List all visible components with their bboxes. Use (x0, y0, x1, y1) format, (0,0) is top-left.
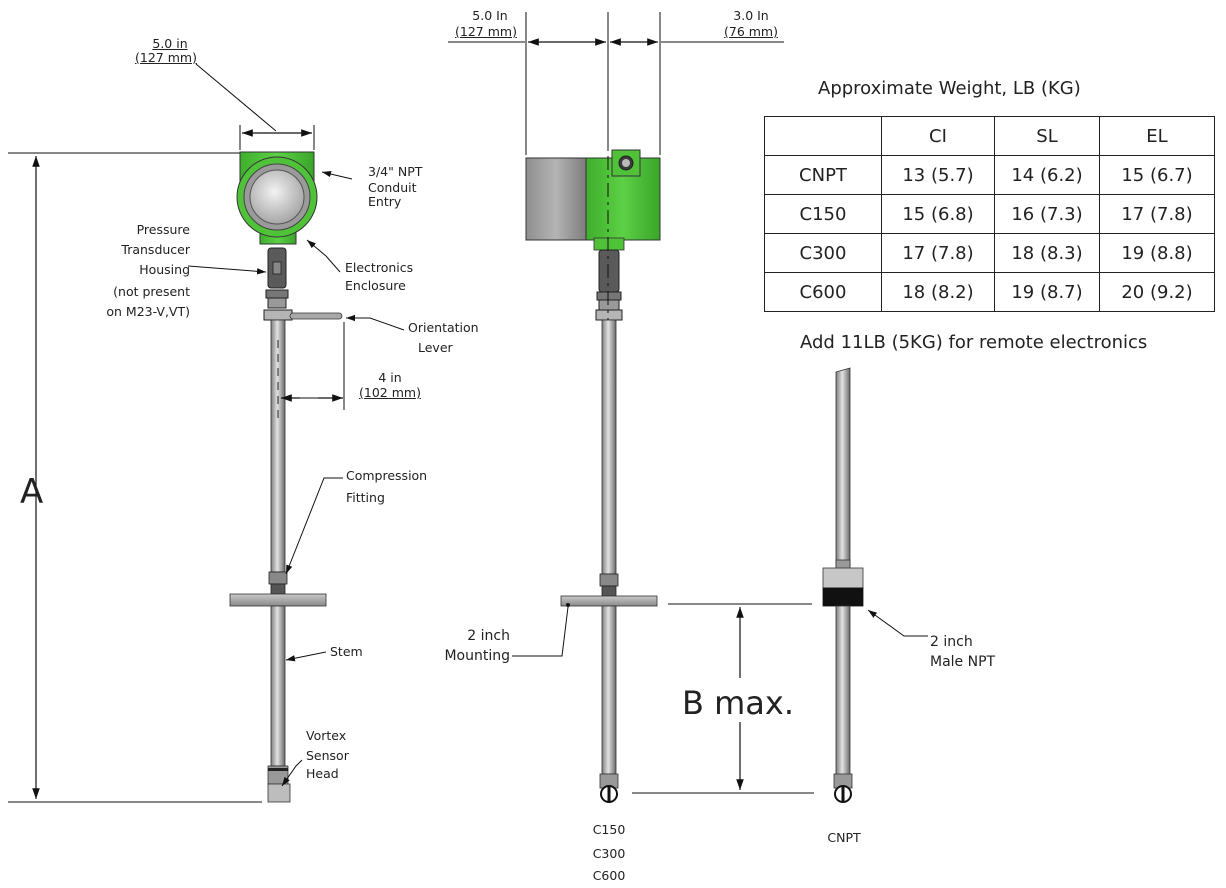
table-cell: 20 (9.2) (1099, 272, 1215, 312)
table-header-cell (764, 116, 882, 156)
table-row: CI SL EL (764, 116, 1215, 156)
table-row: CNPT 13 (5.7) 14 (6.2) 15 (6.7) (764, 155, 1215, 195)
front-width-dim-line1: 5.0 in (152, 36, 188, 51)
flange-model-c300: C300 (592, 846, 626, 861)
mounting-label-2: Mounting (444, 648, 510, 664)
sensor-head-label-1: Vortex (306, 728, 347, 743)
npt-view (822, 367, 928, 803)
side-view (448, 12, 814, 803)
mounting-label-1: 2 inch (467, 628, 510, 644)
table-cell: 15 (6.8) (881, 194, 995, 234)
table-cell: C300 (764, 233, 882, 273)
conduit-entry-label-2: Conduit (368, 180, 417, 195)
transducer-label-2: Transducer (121, 242, 190, 257)
table-cell: 18 (8.2) (881, 272, 995, 312)
table-cell: C150 (764, 194, 882, 234)
sensor-head-label-3: Head (306, 766, 339, 781)
weight-table-title: Approximate Weight, LB (KG) (818, 78, 1081, 99)
dimension-a-label: A (20, 472, 44, 512)
table-row: C300 17 (7.8) 18 (8.3) 19 (8.8) (764, 233, 1215, 273)
transducer-label-4: (not present (113, 284, 190, 299)
table-row: C600 18 (8.2) 19 (8.7) 20 (9.2) (764, 272, 1215, 312)
compression-fitting-label-2: Fitting (346, 490, 385, 505)
table-header-cell: CI (881, 116, 995, 156)
lever-offset-dim-line1: 4 in (378, 370, 402, 385)
orientation-lever-label-1: Orientation (408, 320, 479, 335)
side-left-dim-line2: (127 mm) (455, 24, 517, 39)
table-cell: 16 (7.3) (994, 194, 1100, 234)
table-cell: CNPT (764, 155, 882, 195)
table-cell: 19 (8.7) (994, 272, 1100, 312)
conduit-entry-label-3: Entry (368, 194, 402, 209)
table-cell: 13 (5.7) (881, 155, 995, 195)
npt-label-2: Male NPT (930, 654, 996, 670)
table-cell: 17 (7.8) (881, 233, 995, 273)
stem-label: Stem (330, 644, 363, 659)
front-width-dim-line2: (127 mm) (135, 50, 197, 65)
side-right-dim-line1: 3.0 In (733, 8, 769, 23)
table-header-cell: SL (994, 116, 1100, 156)
transducer-label-3: Housing (139, 262, 190, 277)
table-cell: 17 (7.8) (1099, 194, 1215, 234)
table-cell: C600 (764, 272, 882, 312)
flange-model-c600: C600 (592, 868, 626, 883)
npt-label-1: 2 inch (930, 634, 973, 650)
front-view (8, 63, 405, 803)
dimension-b-label: B max. (682, 684, 795, 722)
table-header-cell: EL (1099, 116, 1215, 156)
transducer-label-1: Pressure (136, 222, 190, 237)
flange-model-c150: C150 (592, 822, 626, 837)
table-cell: 19 (8.8) (1099, 233, 1215, 273)
sensor-head-label-2: Sensor (306, 748, 349, 763)
table-row: C150 15 (6.8) 16 (7.3) 17 (7.8) (764, 194, 1215, 234)
table-cell: 14 (6.2) (994, 155, 1100, 195)
npt-model-label: CNPT (827, 830, 861, 845)
electronics-label-2: Enclosure (345, 278, 406, 293)
conduit-entry-label-1: 3/4" NPT (368, 164, 423, 179)
table-cell: 18 (8.3) (994, 233, 1100, 273)
compression-fitting-label-1: Compression (346, 468, 428, 483)
side-right-dim-line2: (76 mm) (724, 24, 778, 39)
transducer-label-5: on M23-V,VT) (106, 304, 190, 319)
lever-offset-dim-line2: (102 mm) (359, 385, 421, 400)
table-cell: 15 (6.7) (1099, 155, 1215, 195)
orientation-lever-label-2: Lever (418, 340, 453, 355)
weight-table-note: Add 11LB (5KG) for remote electronics (800, 332, 1148, 353)
weight-table: CI SL EL CNPT 13 (5.7) 14 (6.2) 15 (6.7)… (764, 116, 1215, 312)
electronics-label-1: Electronics (345, 260, 414, 275)
side-left-dim-line1: 5.0 In (472, 8, 508, 23)
